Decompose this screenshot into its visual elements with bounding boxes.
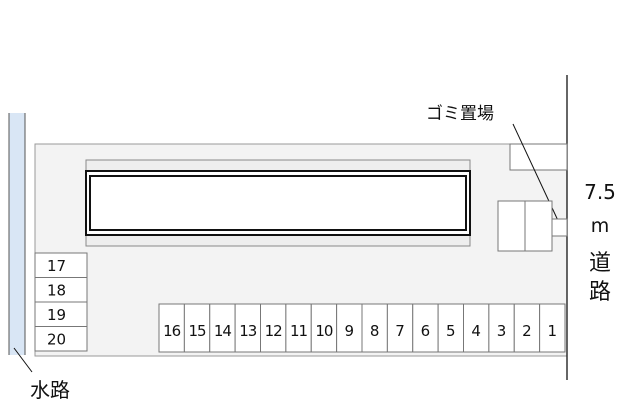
parking-space-12: [260, 303, 287, 353]
parking-space-number: 2: [522, 322, 532, 340]
parking-space-17: [34, 252, 88, 278]
road-label-char-1: 道: [589, 251, 611, 276]
parking-space-20: [34, 326, 88, 352]
road-label-char-2: 路: [589, 280, 611, 305]
parking-space-number: 8: [370, 322, 380, 340]
parking-space-16: [158, 303, 185, 353]
parking-space-18: [34, 277, 88, 303]
parking-left-group: 17 18 19 20: [34, 252, 88, 352]
garbage-leader-line: [512, 123, 562, 228]
parking-space-13: [234, 303, 261, 353]
parking-space-15: [183, 303, 211, 353]
parking-space-number: 20: [47, 331, 66, 349]
parking-space-number: 5: [446, 322, 456, 340]
waterway-area: [9, 113, 25, 355]
road-unit-label: m: [591, 215, 610, 237]
waterway-leader-line: [13, 347, 33, 373]
parking-space-number: 18: [47, 282, 66, 300]
parking-space-number: 19: [47, 306, 66, 324]
parking-space-number: 11: [290, 322, 308, 340]
parking-space-number: 14: [214, 322, 232, 340]
parking-space-number: 7: [395, 322, 405, 340]
parking-space-11: [285, 303, 312, 353]
parking-space-number: 6: [421, 322, 431, 340]
road-width-label: 7.5: [584, 180, 616, 204]
parking-space-number: 13: [239, 322, 257, 340]
parking-space-number: 4: [471, 322, 481, 340]
waterway-label: 水路: [30, 378, 70, 400]
parking-space-number: 12: [265, 322, 283, 340]
parking-space-19: [34, 301, 88, 327]
parking-space-number: 15: [189, 322, 207, 340]
parking-space-7: [386, 303, 414, 353]
parking-space-number: 10: [315, 322, 333, 340]
parking-space-number: 17: [47, 257, 66, 275]
parking-space-number: 9: [345, 322, 355, 340]
parking-space-number: 16: [163, 322, 181, 340]
storage-small-box: [551, 218, 568, 237]
garbage-label: ゴミ置場: [426, 103, 494, 124]
parking-space-number: 1: [548, 322, 558, 340]
garbage-area: [509, 143, 568, 171]
building-inner: [89, 175, 467, 231]
parking-space-14: [209, 303, 236, 353]
parking-space-8: [361, 303, 388, 353]
parking-space-2: [513, 303, 541, 353]
parking-space-1: [539, 303, 566, 353]
parking-space-number: 3: [497, 322, 507, 340]
